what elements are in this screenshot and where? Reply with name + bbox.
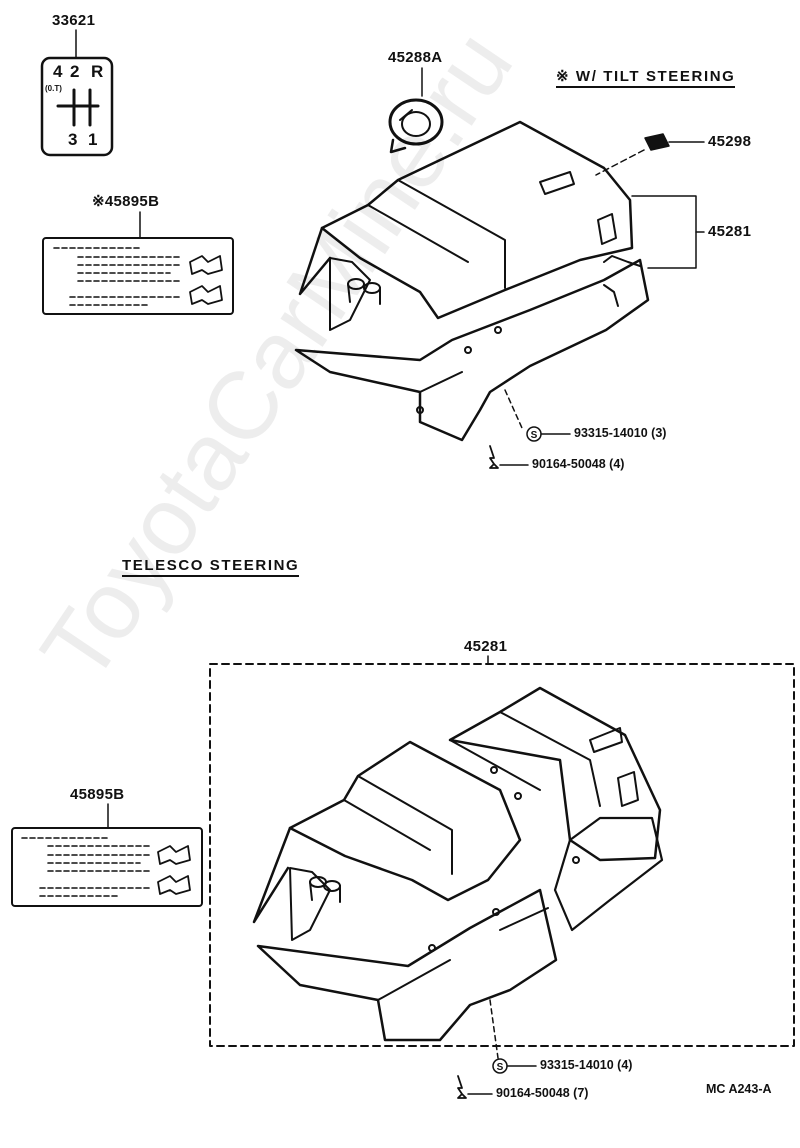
label-sticker-bottom-icon [11, 803, 203, 907]
screw-part-no: 90164-50048 (4) [532, 457, 625, 471]
telesco-screw-s-part-no: 93315-14010 (4) [540, 1058, 633, 1072]
telesco-label-sticker-part-no: 45895B [70, 786, 125, 803]
shift-plate-part-no: 33621 [52, 12, 96, 29]
shift-plate-icon [40, 29, 114, 157]
shift-label-2: 2 [70, 62, 80, 81]
shift-label-ot: (0.T) [45, 84, 62, 93]
screw-s-part-no: 93315-14010 (3) [574, 426, 667, 440]
retainer-part-no: 45288A [388, 49, 443, 66]
shift-label-1: 1 [88, 130, 98, 149]
telesco-steering-heading: TELESCO STEERING [122, 557, 300, 577]
s-mark-top: S [531, 430, 538, 441]
label-sticker-icon [42, 211, 234, 315]
assembly-box-icon [209, 655, 795, 1047]
shift-label-r: R [91, 62, 104, 81]
cap-icon [595, 133, 705, 176]
s-mark-bottom: S [497, 1062, 504, 1073]
shift-label-4: 4 [53, 62, 63, 81]
cap-part-no: 45298 [708, 133, 752, 150]
label-sticker-part-no: ※45895B [92, 193, 160, 210]
figure-code: MC A243-A [706, 1082, 772, 1096]
upper-column-cover-icon [294, 120, 705, 469]
retainer-icon [388, 67, 444, 154]
telesco-column-cover-part-no: 45281 [464, 638, 508, 655]
column-cover-part-no: 45281 [708, 223, 752, 240]
lower-column-cover-icon [252, 686, 664, 1099]
tilt-steering-heading: ※ W/ TILT STEERING [556, 67, 736, 88]
shift-label-3: 3 [68, 130, 78, 149]
telesco-screw-part-no: 90164-50048 (7) [496, 1086, 589, 1100]
